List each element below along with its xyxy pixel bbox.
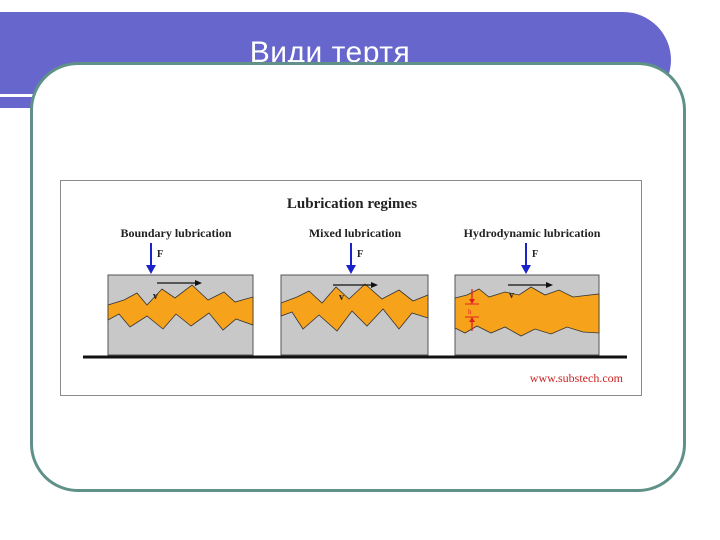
panel-hydrodynamic: F v h (454, 243, 600, 356)
velocity-label-mixed: v (339, 292, 344, 303)
velocity-label-boundary: v (153, 291, 158, 302)
velocity-label-hydrodynamic: v (509, 290, 514, 301)
gap-label: h (468, 308, 472, 316)
gap-marker: h (465, 289, 479, 331)
panel-mixed: F v (280, 243, 429, 356)
force-label-hydrodynamic: F (532, 249, 538, 260)
credit-text: www.substech.com (530, 371, 624, 385)
diagram-canvas: Lubrication regimes Boundary lubrication… (83, 196, 627, 385)
force-label-boundary: F (157, 249, 163, 260)
velocity-arrowhead-hydrodynamic (546, 282, 553, 288)
panel-label-hydrodynamic: Hydrodynamic lubrication (464, 226, 601, 240)
lubrication-diagram: Lubrication regimes Boundary lubrication… (60, 180, 642, 396)
velocity-arrowhead-boundary (195, 280, 202, 286)
panel-label-mixed: Mixed lubrication (309, 226, 402, 240)
lubricant-boundary (107, 284, 254, 331)
panel-label-boundary: Boundary lubrication (120, 226, 231, 240)
force-arrowhead-hydrodynamic (521, 265, 531, 274)
velocity-arrowhead-mixed (371, 282, 378, 288)
force-label-mixed: F (357, 249, 363, 260)
panel-boundary: F v (107, 243, 254, 356)
lubricant-hydrodynamic (454, 286, 600, 337)
force-arrowhead-boundary (146, 265, 156, 274)
diagram-heading: Lubrication regimes (287, 196, 417, 212)
force-arrowhead-mixed (346, 265, 356, 274)
lubricant-mixed (280, 283, 429, 332)
